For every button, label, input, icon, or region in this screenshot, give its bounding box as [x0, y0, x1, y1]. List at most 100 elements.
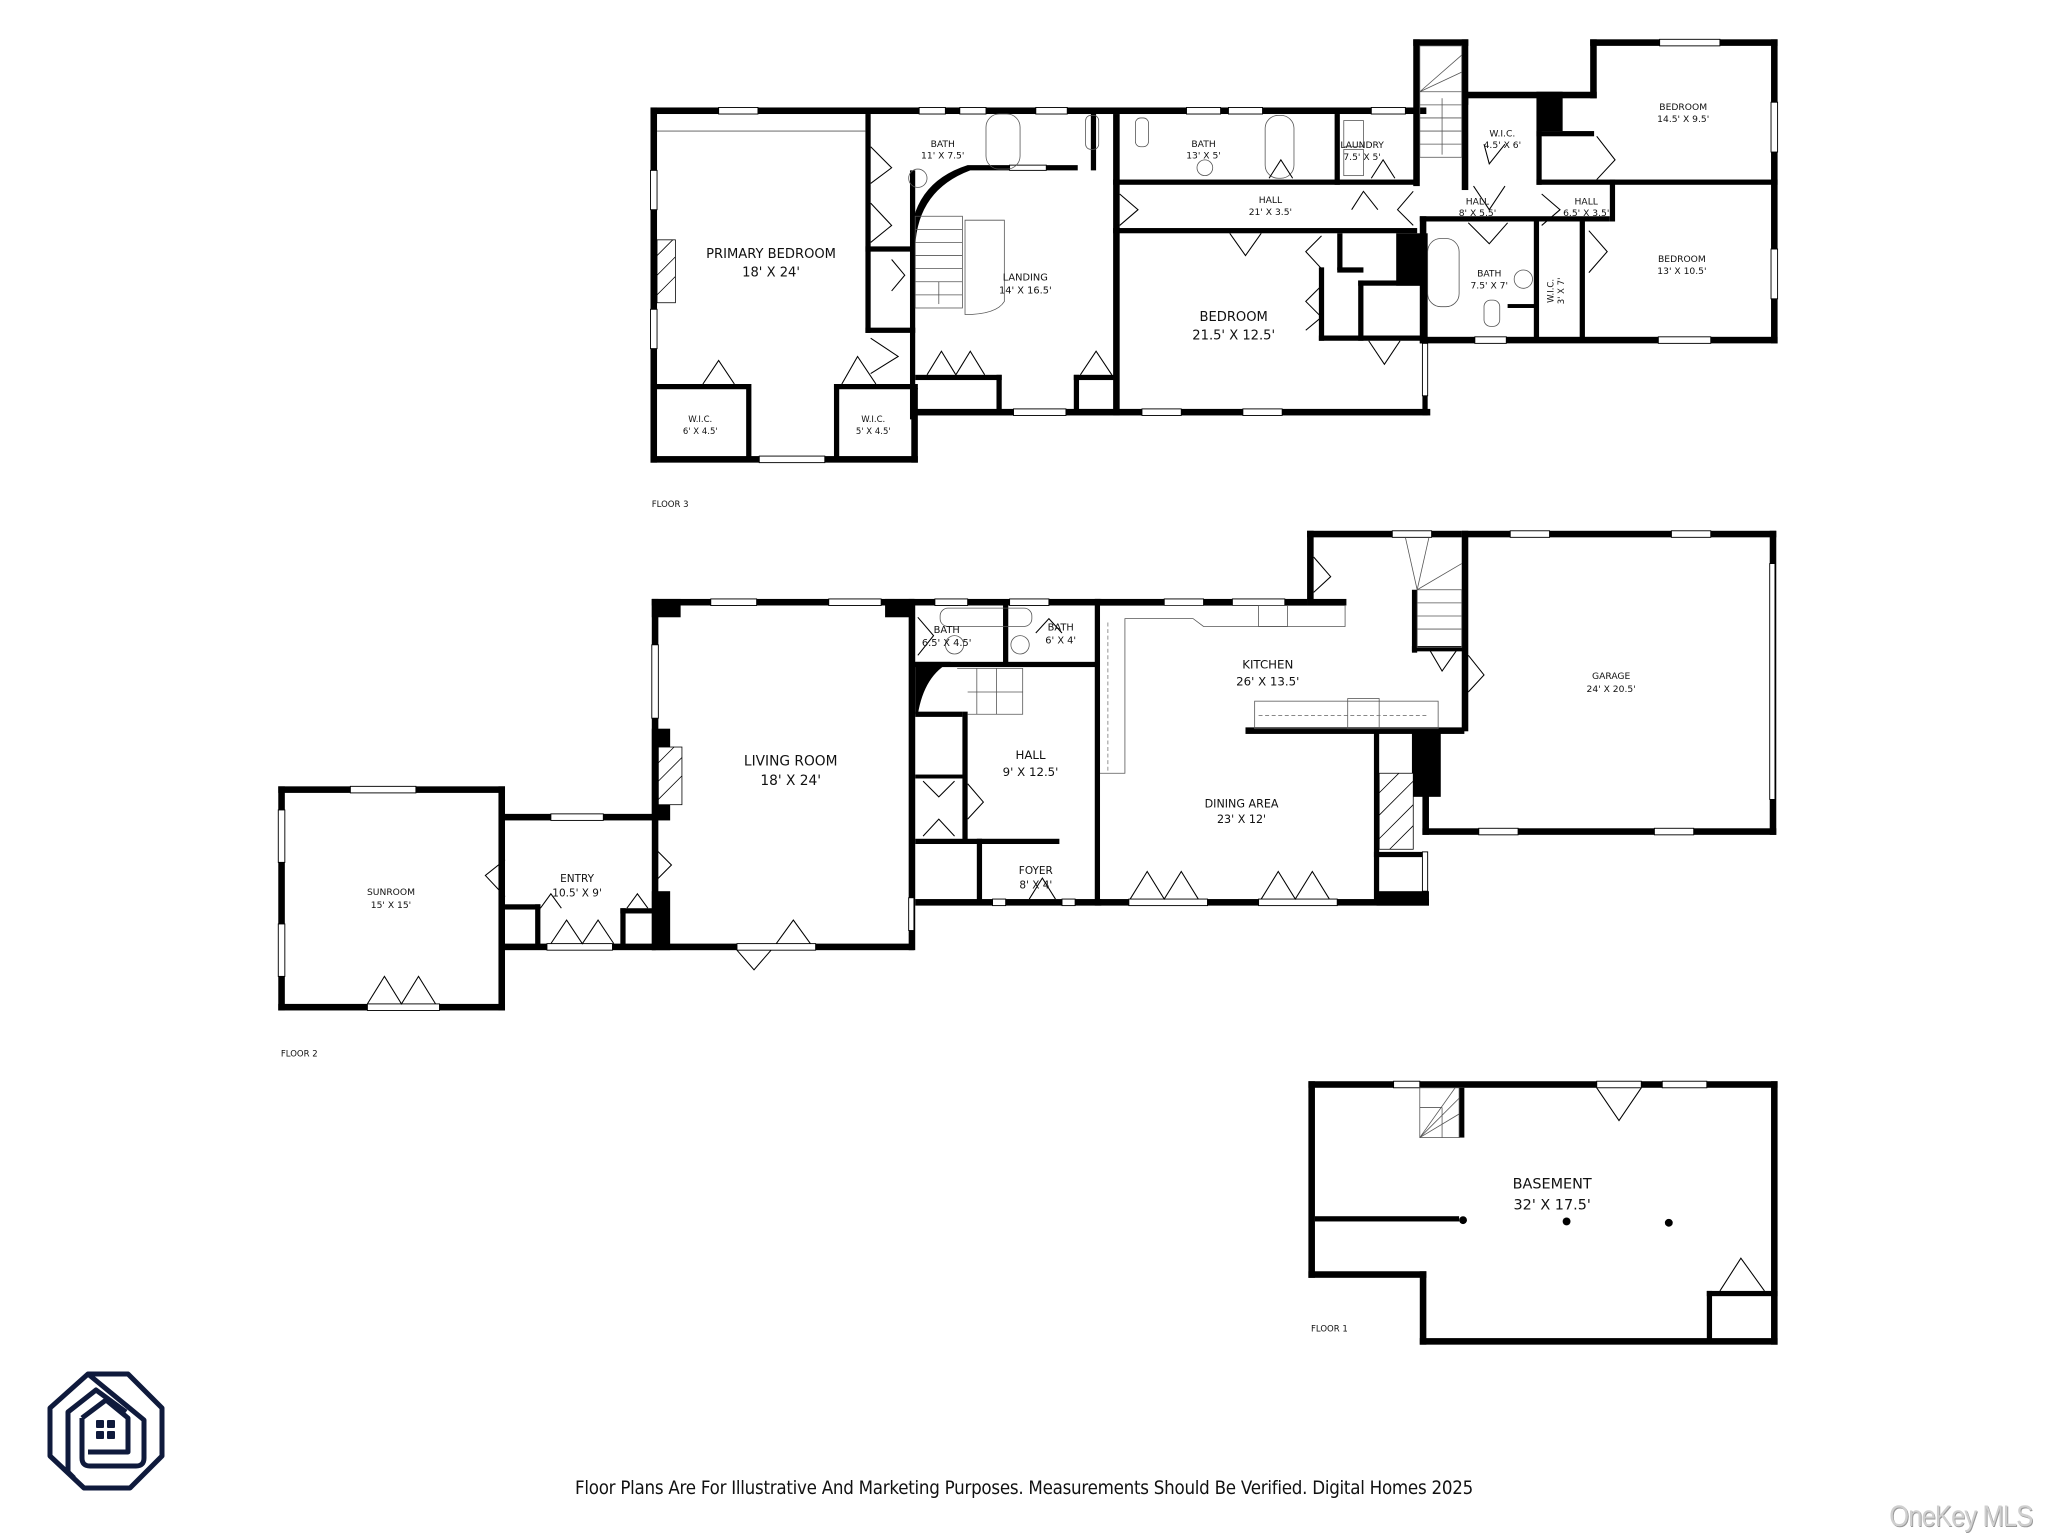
room-name: W.I.C. [1489, 128, 1515, 139]
svg-text:BEDROOM: BEDROOM [1658, 254, 1706, 265]
svg-text:9' X 12.5': 9' X 12.5' [1003, 765, 1059, 779]
svg-text:LAUNDRY: LAUNDRY [1340, 140, 1384, 151]
svg-text:W.I.C.: W.I.C. [861, 415, 885, 425]
svg-text:ENTRY: ENTRY [560, 873, 594, 885]
room-name: BATH [931, 139, 955, 150]
room-size: 5' X 4.5' [856, 427, 891, 437]
svg-text:26' X 13.5': 26' X 13.5' [1236, 674, 1299, 688]
room-name: BEDROOM [1200, 310, 1268, 325]
svg-text:FLOOR 1: FLOOR 1 [1311, 1325, 1348, 1335]
room-name: ENTRY [560, 873, 594, 885]
svg-text:18' X 24': 18' X 24' [760, 773, 821, 789]
svg-text:3' X 7': 3' X 7' [1557, 278, 1567, 305]
svg-text:6.5' X 3.5': 6.5' X 3.5' [1563, 208, 1609, 219]
mls-watermark: OneKey MLS [1888, 1500, 2033, 1533]
room-name: GARAGE [1592, 671, 1631, 682]
svg-text:FLOOR 2: FLOOR 2 [281, 1049, 318, 1059]
door-swings [366, 556, 1485, 1005]
svg-text:BATH: BATH [931, 139, 955, 150]
room-name: BATH [1048, 622, 1074, 633]
room-size: 18' X 24' [742, 266, 800, 281]
svg-text:23' X 12': 23' X 12' [1217, 813, 1266, 826]
svg-text:BASEMENT: BASEMENT [1513, 1177, 1592, 1193]
room-size: 7.5' X 5' [1343, 152, 1381, 163]
svg-text:W.I.C.: W.I.C. [1489, 128, 1515, 139]
svg-text:BEDROOM: BEDROOM [1200, 310, 1268, 325]
room-size: 24' X 20.5' [1587, 684, 1636, 695]
room-name: W.I.C. [861, 415, 885, 425]
room-size: 11' X 7.5' [921, 151, 964, 162]
svg-text:15' X 15': 15' X 15' [371, 900, 411, 911]
room-size: 26' X 13.5' [1236, 674, 1299, 688]
svg-text:BATH: BATH [1191, 139, 1215, 150]
room-name: BATH [1191, 139, 1215, 150]
svg-text:13' X 5': 13' X 5' [1186, 151, 1221, 162]
room-size: 18' X 24' [760, 773, 821, 789]
svg-text:HALL: HALL [1466, 196, 1490, 207]
svg-text:18' X 24': 18' X 24' [742, 266, 800, 281]
svg-text:FLOOR 3: FLOOR 3 [652, 500, 689, 510]
svg-text:SUNROOM: SUNROOM [367, 887, 415, 898]
stairs [939, 607, 1033, 715]
room-name: BASEMENT [1513, 1177, 1592, 1193]
room-name: W.I.C. [1546, 279, 1556, 303]
svg-text:BATH: BATH [1477, 269, 1501, 280]
room-size: 6' X 4' [1045, 635, 1076, 646]
svg-text:13' X 10.5': 13' X 10.5' [1657, 266, 1706, 277]
room-size: 6' X 4.5' [683, 427, 718, 437]
svg-text:21' X 3.5': 21' X 3.5' [1249, 207, 1292, 218]
room-size: 8' X 5.5' [1459, 208, 1497, 219]
door-swings [702, 135, 1616, 385]
svg-text:W.I.C.: W.I.C. [1546, 279, 1556, 303]
room-name: HALL [1466, 196, 1490, 207]
svg-text:GARAGE: GARAGE [1592, 671, 1631, 682]
room-name: SUNROOM [367, 887, 415, 898]
floor-2-labels: SUNROOM 15' X 15' ENTRY 10.5' X 9' LIVIN… [367, 622, 1636, 911]
svg-text:PRIMARY BEDROOM: PRIMARY BEDROOM [706, 247, 836, 262]
room-size: 32' X 17.5' [1513, 1198, 1590, 1214]
room-name: LAUNDRY [1340, 140, 1384, 151]
house-octagon-logo-icon [47, 1371, 165, 1491]
svg-text:4.5' X 6': 4.5' X 6' [1484, 140, 1522, 151]
svg-text:KITCHEN: KITCHEN [1242, 657, 1293, 671]
floor-1-label: FLOOR 1 [1311, 1325, 1348, 1335]
svg-text:14' X 16.5': 14' X 16.5' [999, 286, 1052, 297]
svg-text:8' X 4': 8' X 4' [1019, 880, 1052, 892]
room-name: FOYER [1019, 865, 1053, 877]
svg-text:14.5' X 9.5': 14.5' X 9.5' [1657, 114, 1709, 125]
svg-text:8' X 5.5': 8' X 5.5' [1459, 208, 1497, 219]
room-name: BEDROOM [1658, 254, 1706, 265]
stairs [1419, 1087, 1460, 1138]
room-size: 8' X 4' [1019, 880, 1052, 892]
fireplace-hatch [657, 746, 1414, 850]
room-size: 21.5' X 12.5' [1192, 328, 1275, 343]
svg-text:7.5' X 7': 7.5' X 7' [1470, 280, 1508, 291]
room-size: 14.5' X 9.5' [1657, 114, 1709, 125]
room-name: BATH [1477, 269, 1501, 280]
room-size: 23' X 12' [1217, 813, 1266, 826]
svg-text:DINING AREA: DINING AREA [1205, 797, 1279, 810]
svg-text:FOYER: FOYER [1019, 865, 1053, 877]
stairs [914, 45, 1463, 315]
svg-text:11' X 7.5': 11' X 7.5' [921, 151, 964, 162]
svg-text:6' X 4.5': 6' X 4.5' [683, 427, 718, 437]
room-size: 6.5' X 4.5' [922, 638, 972, 649]
svg-text:HALL: HALL [1016, 748, 1046, 762]
kitchen-counters [1100, 537, 1463, 774]
svg-text:W.I.C.: W.I.C. [688, 415, 712, 425]
svg-text:32' X 17.5': 32' X 17.5' [1513, 1198, 1590, 1214]
floor-1-labels: BASEMENT 32' X 17.5' [1513, 1177, 1592, 1214]
room-size: 14' X 16.5' [999, 286, 1052, 297]
room-name: BEDROOM [1659, 102, 1707, 113]
room-size: 6.5' X 3.5' [1563, 208, 1609, 219]
svg-text:6.5' X 4.5': 6.5' X 4.5' [922, 638, 972, 649]
room-size: 13' X 5' [1186, 151, 1221, 162]
svg-text:LIVING ROOM: LIVING ROOM [744, 753, 838, 769]
room-size: 10.5' X 9' [552, 887, 602, 899]
bath-fixtures [908, 113, 1533, 327]
room-name: W.I.C. [688, 415, 712, 425]
svg-text:HALL: HALL [1575, 196, 1599, 207]
svg-text:BEDROOM: BEDROOM [1659, 102, 1707, 113]
windows [650, 38, 1779, 464]
floor-2-label: FLOOR 2 [281, 1049, 318, 1059]
